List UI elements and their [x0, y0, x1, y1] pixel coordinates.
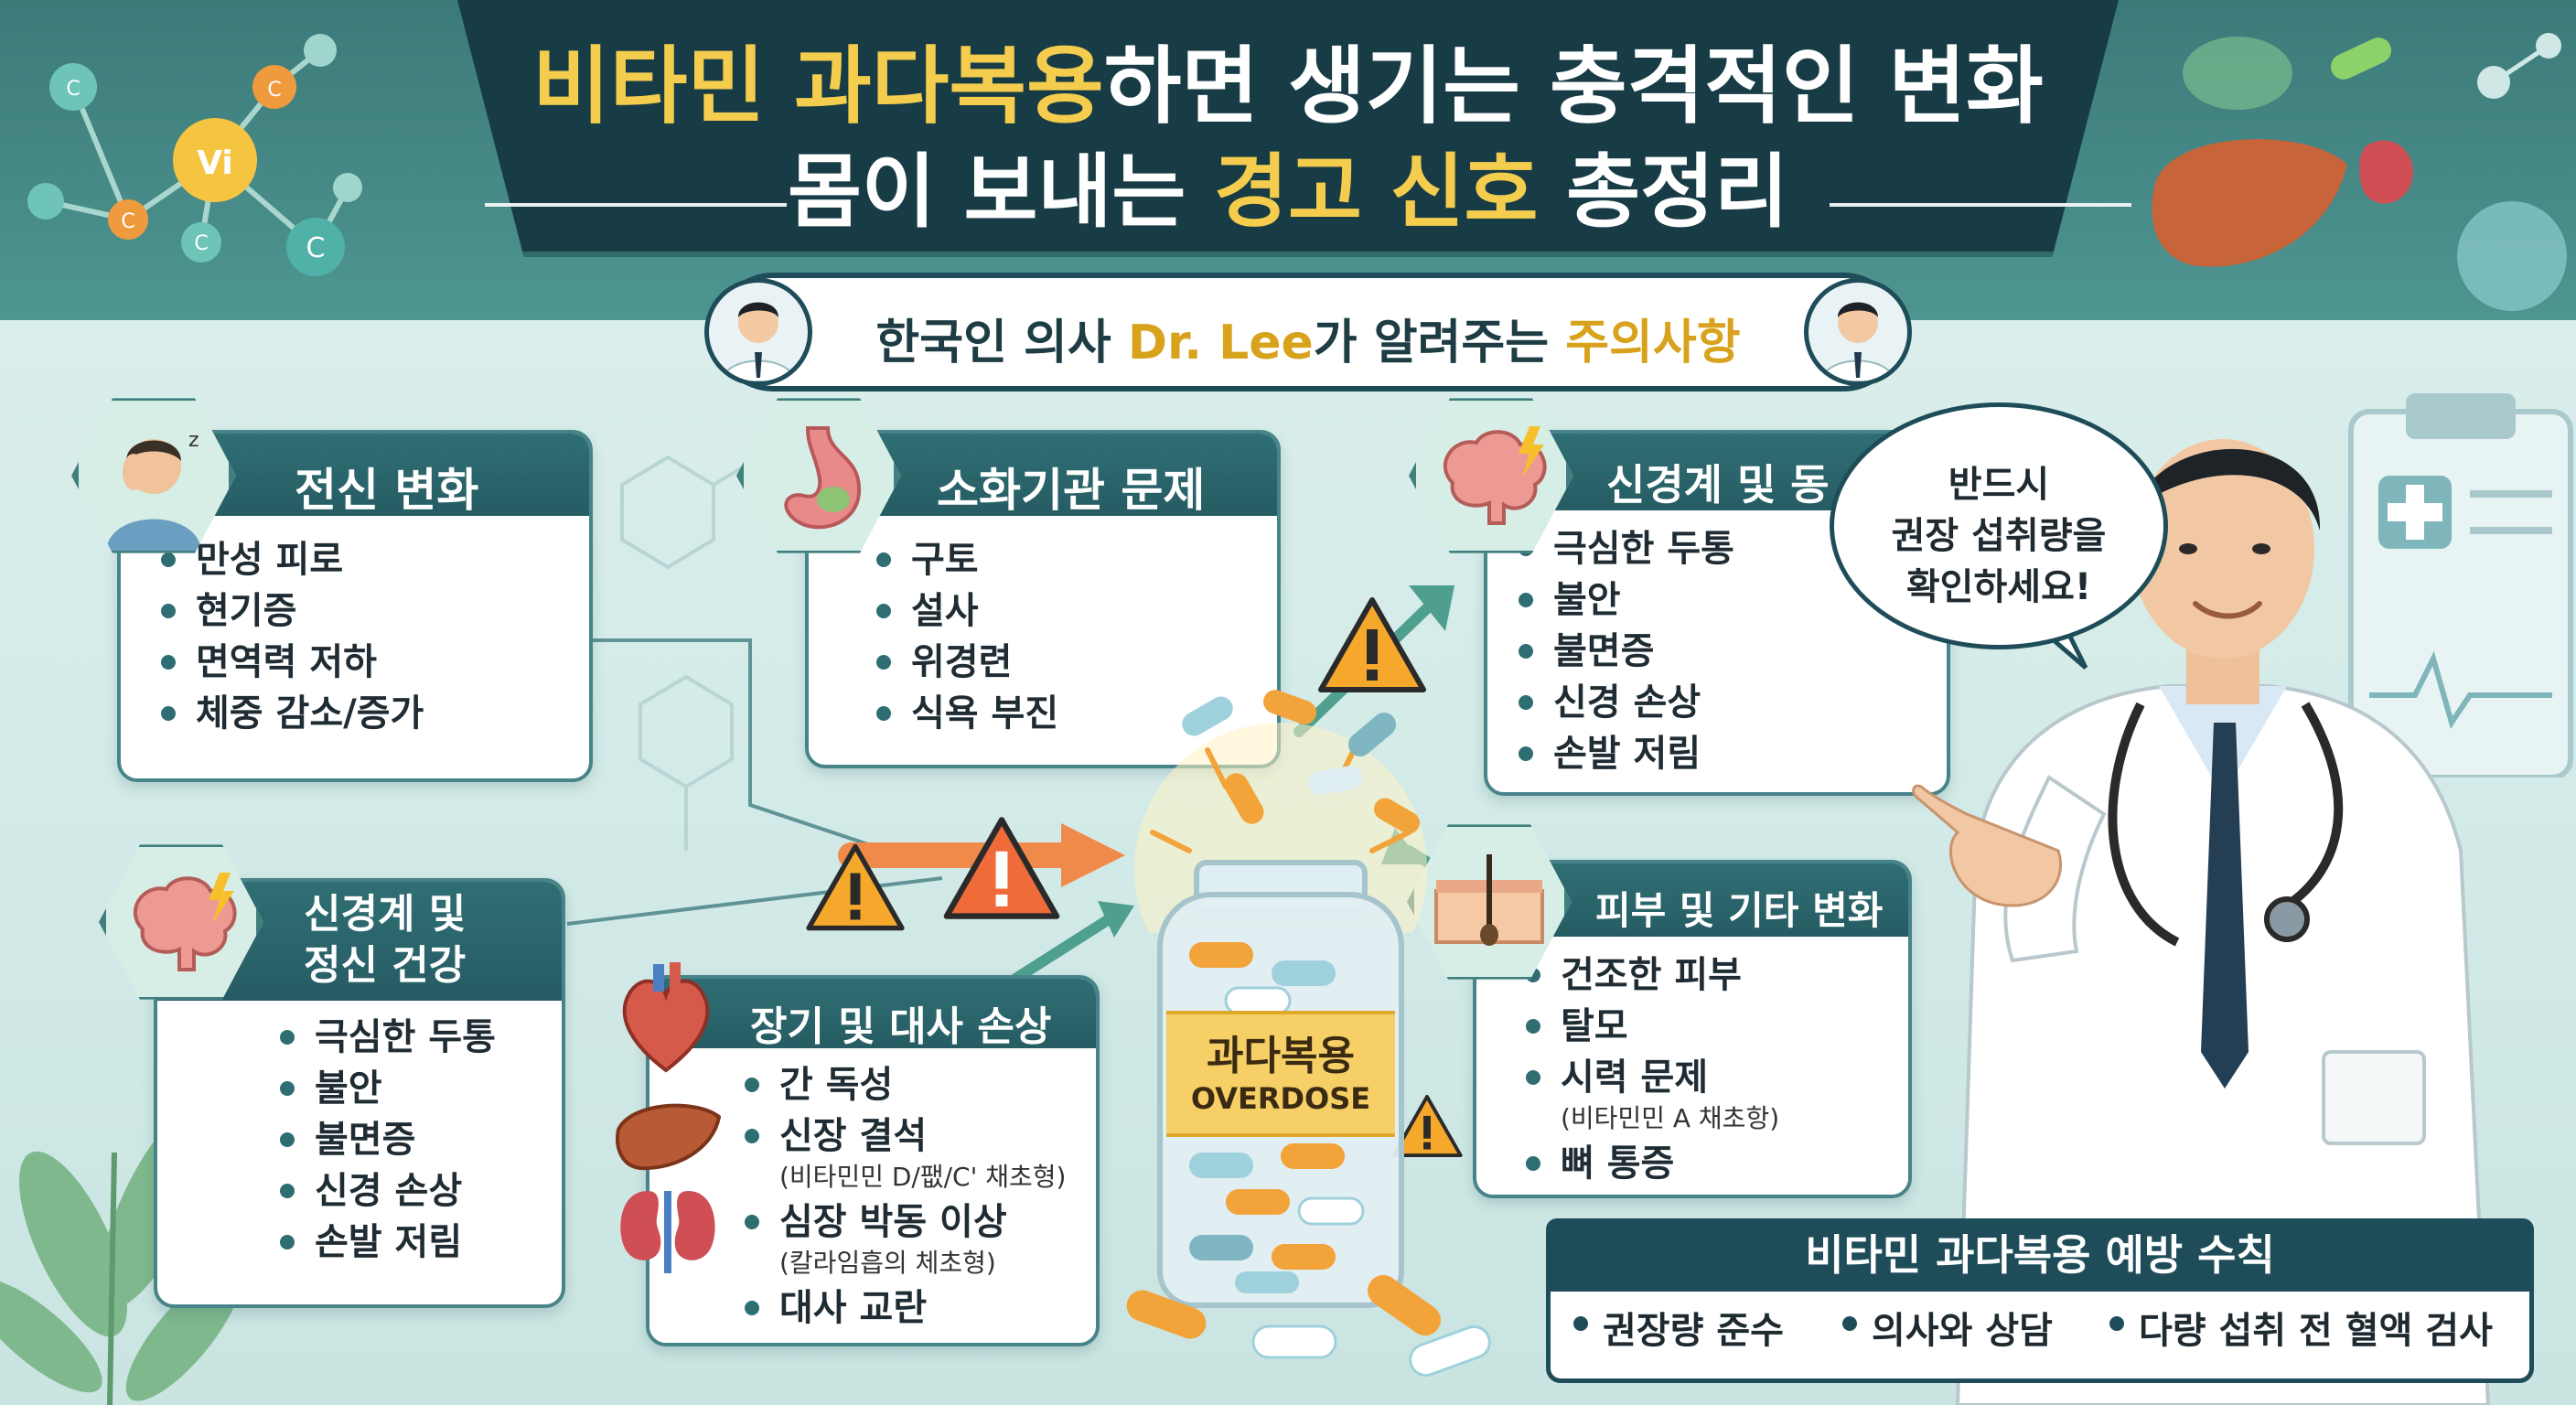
- prevention-item: 다량 섭취 전 혈액 검사: [2106, 1301, 2493, 1354]
- title-highlight: 비타민 과다복용: [532, 38, 1104, 135]
- card-title: 장기 및 대사 손상: [649, 979, 1096, 1050]
- list-item: 불안: [276, 1063, 562, 1114]
- page-title-line2: 몸이 보내는 경고 신호 총정리: [457, 146, 2119, 238]
- bubble-line: 확인하세요!: [1905, 566, 2092, 608]
- bubble-line: 반드시: [1948, 464, 2050, 506]
- list-item: 신경 손상: [1515, 677, 1947, 728]
- list-item: 불면증: [1515, 626, 1947, 677]
- list-item: 간 독성: [741, 1059, 1096, 1110]
- card-title: 신경계 및 정신 건강: [157, 882, 562, 1001]
- speech-bubble: [1830, 402, 2168, 649]
- list-item: 손발 저림: [1515, 728, 1947, 779]
- liver-icon: [616, 1103, 722, 1171]
- prevention-item: 권장량 준수: [1570, 1301, 1784, 1354]
- spilled-capsules: [1126, 1274, 1491, 1378]
- symptom-list: 만성 피로 현기증 면역력 저하 체중 감소/증가: [157, 534, 589, 739]
- list-item: 심장 박동 이상: [741, 1196, 1096, 1248]
- symptom-list: 건조한 피부 탈모 시력 문제 (비타민민 A 채초항) 뼈 통증: [1522, 949, 1908, 1189]
- bottle-capsules: [1189, 942, 1365, 1293]
- molecule-label-vi: Vi: [197, 145, 233, 182]
- card-title-line1: 신경계 및: [304, 891, 467, 938]
- symptom-list: 극심한 두통 불안 불면증 신경 손상 손발 저림: [276, 1012, 562, 1268]
- title-banner: [457, 0, 2119, 257]
- list-item: 체중 감소/증가: [157, 688, 589, 739]
- list-item: 건조한 피부: [1522, 949, 1908, 1001]
- list-item: 불면증: [276, 1114, 562, 1165]
- symptom-list: 간 독성 신장 결석 (비타민민 D/팺/C' 채초형) 심장 박동 이상 (칼…: [741, 1059, 1096, 1334]
- list-item: 현기증: [157, 585, 589, 637]
- title-text: 하면 생기는 충격적인 변화: [1103, 38, 2044, 135]
- prevention-item: 의사와 상담: [1839, 1301, 2053, 1354]
- bottle-label: [1166, 1011, 1395, 1137]
- bottle-label-korean: 과다복용: [1207, 1033, 1355, 1079]
- organ-illustration: [2152, 33, 2567, 311]
- card-organ-damage: 장기 및 대사 손상 간 독성 신장 결석 (비타민민 D/팺/C' 채초형) …: [646, 975, 1100, 1346]
- list-item: 대사 교란: [741, 1282, 1096, 1334]
- doctor-avatar: [1804, 278, 1912, 386]
- molecule-label-c: C: [66, 78, 80, 101]
- molecule-label-c: C: [194, 232, 208, 255]
- title-divider-right: [1830, 203, 2131, 207]
- list-item-note: (비타민민 A 채초항): [1561, 1103, 1780, 1133]
- list-item: 극심한 두통: [1515, 523, 1947, 574]
- subtitle-pill: [714, 273, 1903, 391]
- title-text: 총정리: [1538, 145, 1789, 239]
- warning-icon: [806, 843, 905, 931]
- prevention-title: 비타민 과다복용 예방 수칙: [1546, 1218, 2534, 1292]
- bottle-label-english: OVERDOSE: [1190, 1081, 1371, 1116]
- molecule-label-c: C: [306, 232, 326, 264]
- list-item: 구토: [873, 534, 1277, 585]
- bubble-line: 권장 섭취량을: [1891, 515, 2107, 557]
- subtitle: 한국인 의사 Dr. Lee가 알려주는 주의사항: [832, 304, 1784, 372]
- doctor-avatar: [704, 278, 812, 386]
- list-item: 시력 문제: [1522, 1052, 1908, 1103]
- list-item: 면역력 저하: [157, 637, 589, 688]
- molecule-label-c: C: [121, 210, 134, 233]
- svg-text:z: z: [188, 429, 199, 452]
- list-item: 손발 저림: [276, 1217, 562, 1268]
- heart-icon: [622, 962, 710, 1073]
- list-item: 탈모: [1522, 1001, 1908, 1052]
- speech-bubble-text: 반드시 권장 섭취량을 확인하세요!: [1839, 459, 2159, 613]
- list-item: 불안: [1515, 574, 1947, 626]
- list-item: 설사: [873, 585, 1277, 637]
- title-text: 몸이 보내는: [787, 145, 1215, 239]
- list-item: 위경련: [873, 637, 1277, 688]
- kidney-icon: [620, 1191, 715, 1273]
- molecule-illustration: Vi C C C C C: [27, 34, 362, 276]
- subtitle-prefix: 한국인 의사: [875, 316, 1128, 370]
- list-item: 신경 손상: [276, 1165, 562, 1217]
- symptom-list: 구토 설사 위경련 식욕 부진: [873, 534, 1277, 739]
- warning-icon: [943, 817, 1060, 919]
- clipboard-decoration: [2348, 393, 2573, 778]
- list-item: 극심한 두통: [276, 1012, 562, 1063]
- title-highlight: 경고 신호: [1214, 145, 1539, 239]
- molecule-label-c: C: [267, 79, 281, 102]
- list-item: 식욕 부진: [873, 688, 1277, 739]
- list-item: 신장 결석: [741, 1110, 1096, 1162]
- subtitle-highlight: 주의사항: [1565, 316, 1741, 370]
- list-item-note: (비타민민 D/팺/C' 채초형): [779, 1162, 1067, 1192]
- page-title-line1: 비타민 과다복용하면 생기는 충격적인 변화: [457, 37, 2119, 137]
- flying-capsules: [1182, 690, 1420, 834]
- warning-icon: [1318, 597, 1426, 692]
- list-item: 만성 피로: [157, 534, 589, 585]
- symptom-list: 극심한 두통 불안 불면증 신경 손상 손발 저림: [1515, 523, 1947, 779]
- list-item: 뼈 통증: [1522, 1138, 1908, 1189]
- title-divider-left: [485, 203, 787, 207]
- list-item-note: (칼라임흡의 체초형): [779, 1248, 996, 1278]
- subtitle-mid: 가 알려주는: [1313, 316, 1566, 370]
- warning-icon: [1391, 1094, 1463, 1158]
- card-title-line2: 정신 건강: [304, 942, 467, 989]
- doctor-name: Dr. Lee: [1127, 316, 1314, 370]
